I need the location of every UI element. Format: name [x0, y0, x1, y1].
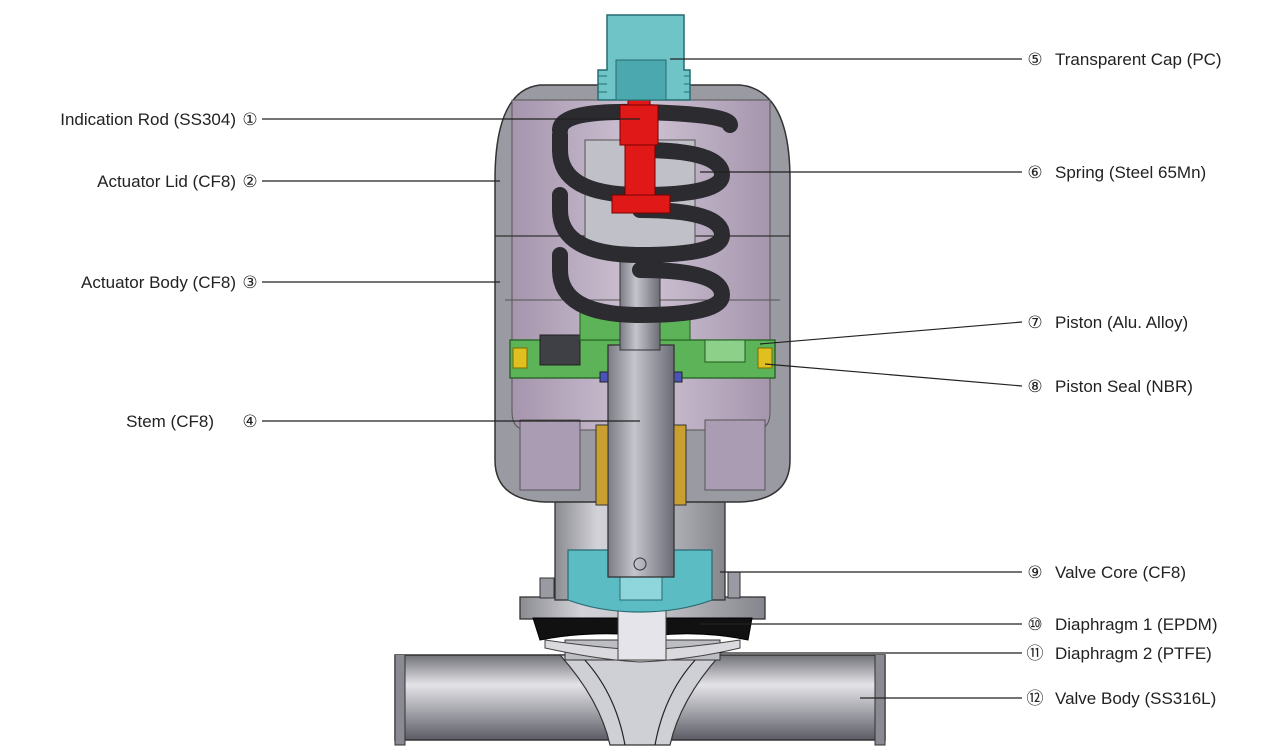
label-num-10: ⑩	[1027, 615, 1042, 634]
label-valve-body: Valve Body (SS316L)	[1055, 689, 1216, 708]
label-spring: Spring (Steel 65Mn)	[1055, 163, 1206, 182]
transparent-cap-shape	[597, 14, 691, 101]
label-piston: Piston (Alu. Alloy)	[1055, 313, 1188, 332]
leader-lines-right	[670, 58, 1023, 699]
label-transparent-cap: Transparent Cap (PC)	[1055, 50, 1222, 69]
label-num-1: ①	[242, 110, 257, 129]
labels-left: Indication Rod (SS304) ① Actuator Lid (C…	[60, 110, 257, 431]
label-num-8: ⑧	[1027, 377, 1042, 396]
label-num-5: ⑤	[1027, 50, 1042, 69]
diaphragm-shapes	[532, 604, 753, 663]
label-diaphragm-1: Diaphragm 1 (EPDM)	[1055, 615, 1218, 634]
label-indication-rod: Indication Rod (SS304)	[60, 110, 236, 129]
label-valve-core: Valve Core (CF8)	[1055, 563, 1186, 582]
label-actuator-body: Actuator Body (CF8)	[81, 273, 236, 292]
label-num-4: ④	[242, 412, 257, 431]
leader-lines-left	[262, 118, 640, 422]
label-num-12: ⑫	[1027, 689, 1044, 708]
label-diaphragm-2: Diaphragm 2 (PTFE)	[1055, 644, 1212, 663]
label-num-7: ⑦	[1027, 313, 1042, 332]
spring-shape	[552, 103, 738, 324]
label-num-2: ②	[242, 172, 257, 191]
label-num-9: ⑨	[1027, 563, 1042, 582]
label-piston-seal: Piston Seal (NBR)	[1055, 377, 1193, 396]
label-stem: Stem (CF8)	[126, 412, 214, 431]
label-actuator-lid: Actuator Lid (CF8)	[97, 172, 236, 191]
label-num-3: ③	[242, 273, 257, 292]
label-num-6: ⑥	[1027, 163, 1042, 182]
labels-right: ⑤ Transparent Cap (PC) ⑥ Spring (Steel 6…	[1027, 50, 1222, 708]
label-num-11: ⑪	[1027, 644, 1044, 663]
valve-core-shape	[567, 549, 713, 613]
